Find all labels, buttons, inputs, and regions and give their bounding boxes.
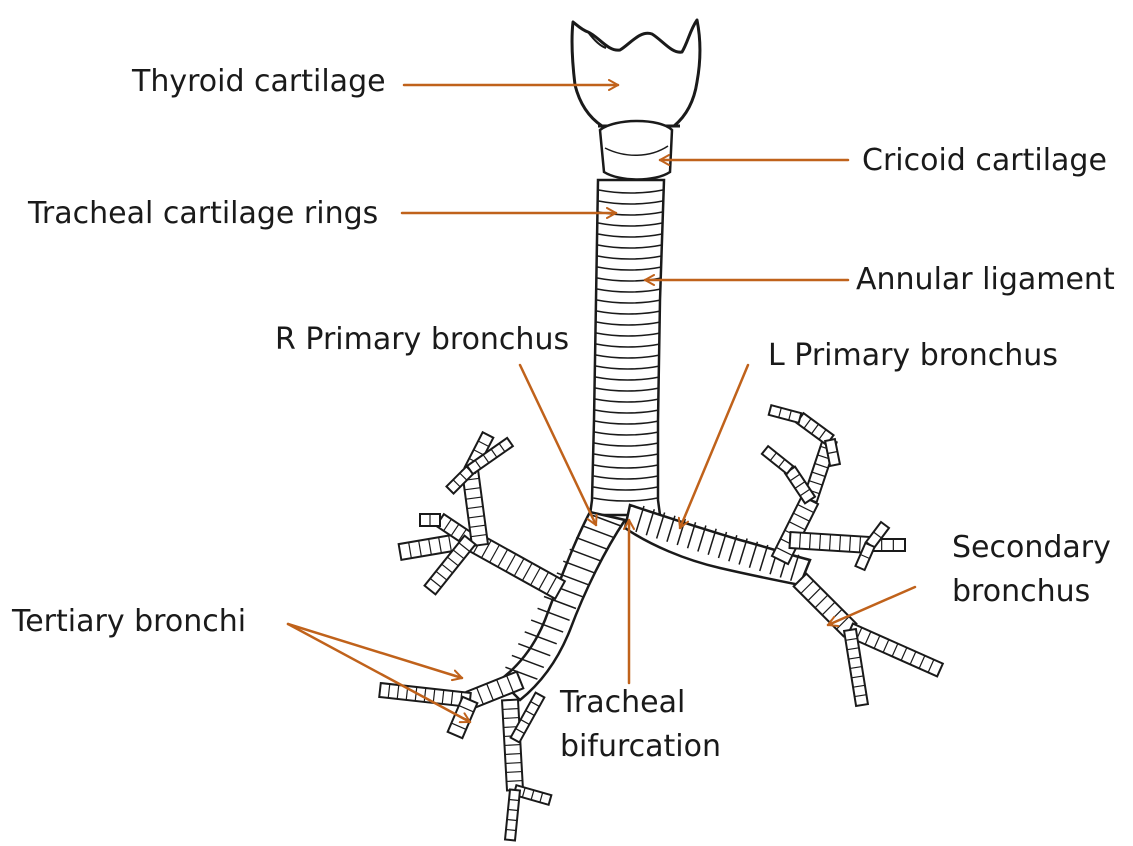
branch-tube <box>769 405 802 423</box>
label-tracheal-cartilage-rings: Tracheal cartilage rings <box>28 196 378 232</box>
branch-tube <box>762 446 793 474</box>
trachea <box>590 180 664 515</box>
bronchial-tree <box>379 405 943 840</box>
label-cricoid-cartilage: Cricoid cartilage <box>862 143 1107 179</box>
leader-r-primary <box>520 365 596 525</box>
branch-tube <box>772 496 818 564</box>
label-tertiary-bronchi: Tertiary bronchi <box>12 604 246 640</box>
branch-tube <box>794 574 857 637</box>
leader-l-primary <box>680 365 748 528</box>
label-annular-ligament: Annular ligament <box>856 262 1115 298</box>
label-r-primary-bronchus: R Primary bronchus <box>275 322 569 358</box>
label-secondary-bronchus: Secondary bronchus <box>952 526 1111 614</box>
label-thyroid-cartilage: Thyroid cartilage <box>132 64 386 100</box>
right-primary-bronchus <box>500 512 625 700</box>
label-l-primary-bronchus: L Primary bronchus <box>768 338 1058 374</box>
branch-tube <box>505 790 520 841</box>
leader-secondary <box>828 587 915 625</box>
label-tracheal-bifurcation: Tracheal bifurcation <box>560 681 721 769</box>
